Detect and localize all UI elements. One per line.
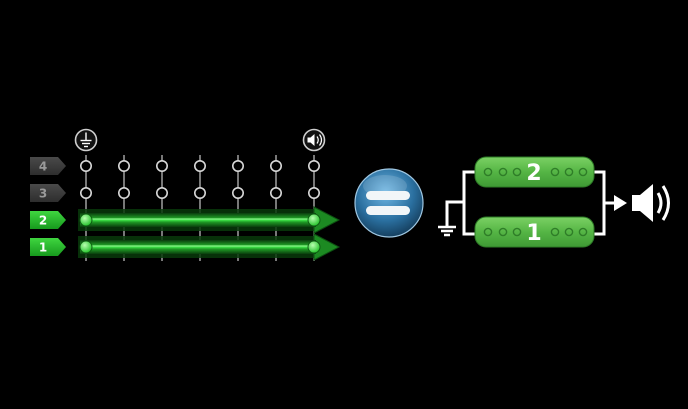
matrix-node[interactable] [232,187,245,200]
equals-icon [366,191,410,215]
pole-piece [498,227,508,237]
matrix-node[interactable] [194,187,207,200]
ground-icon [74,128,98,152]
row-tag-4[interactable]: 4 [30,157,66,175]
pole-piece [564,227,574,237]
row-tag-3[interactable]: 3 [30,184,66,202]
ground-icon [438,218,456,237]
row-tag-label: 4 [39,160,47,174]
matrix-node[interactable] [194,160,207,173]
active-row-bar-1 [78,233,341,261]
pole-piece [483,167,493,177]
row-tag-label: 2 [39,214,47,228]
pole-piece [550,227,560,237]
pole-piece [498,167,508,177]
matrix-node[interactable] [307,160,320,173]
speaker-icon [632,184,670,222]
equals-button[interactable] [354,168,424,238]
pole-piece [550,167,560,177]
speaker-icon [302,128,326,152]
row-tag-label: 3 [39,187,47,201]
matrix-node[interactable] [232,160,245,173]
matrix-node[interactable] [118,160,131,173]
matrix-node[interactable] [156,187,169,200]
switch-matrix: 4 3 2 1 [30,128,341,261]
pole-piece [578,227,588,237]
matrix-node-active[interactable] [79,240,93,254]
matrix-node-active[interactable] [79,213,93,227]
pickup-label: 2 [526,161,541,186]
matrix-node[interactable] [80,187,93,200]
parallel-schematic: 21 [438,156,670,248]
matrix-node[interactable] [269,187,282,200]
pickup-label: 1 [526,221,541,246]
matrix-node[interactable] [156,160,169,173]
pole-piece [512,227,522,237]
pole-piece [512,167,522,177]
row-tag-1[interactable]: 1 [30,238,66,256]
matrix-node[interactable] [307,187,320,200]
matrix-node-active[interactable] [307,240,321,254]
pickup-2: 2 [474,156,595,188]
matrix-node[interactable] [80,160,93,173]
pole-piece [564,167,574,177]
active-row-bar-2 [78,206,341,234]
pole-piece [483,227,493,237]
pole-piece [578,167,588,177]
matrix-node[interactable] [118,187,131,200]
matrix-node[interactable] [269,160,282,173]
row-tag-label: 1 [39,241,47,255]
row-tag-2[interactable]: 2 [30,211,66,229]
matrix-node-active[interactable] [307,213,321,227]
pickup-1: 1 [474,216,595,248]
